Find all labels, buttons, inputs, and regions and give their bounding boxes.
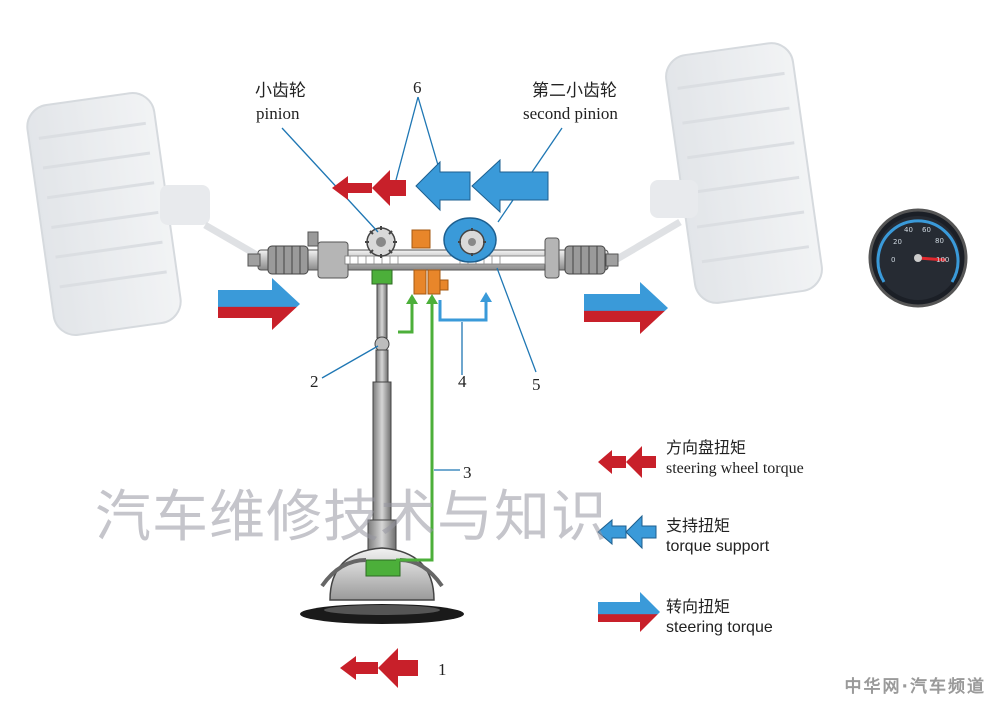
legend-2-en: steering torque xyxy=(666,619,773,636)
svg-text:40: 40 xyxy=(904,226,913,234)
legend-0-cn: 方向盘扭矩 xyxy=(666,440,747,457)
motor-control-line xyxy=(438,292,492,322)
steering-rack xyxy=(247,231,619,279)
torque-sensor xyxy=(411,229,449,295)
legend-icon-torque-support xyxy=(597,514,657,550)
legend-0-en: steering wheel torque xyxy=(666,460,804,477)
input-torque-arrow xyxy=(340,648,418,688)
callout-1: 1 xyxy=(438,660,447,679)
right-wheel xyxy=(610,42,823,304)
legend-1-cn: 支持扭矩 xyxy=(666,518,731,535)
legend-2-cn: 转向扭矩 xyxy=(666,599,731,616)
callout-3: 3 xyxy=(463,463,472,482)
legend-icon-steering-torque xyxy=(598,592,660,632)
steering-column xyxy=(367,283,397,551)
callout-6: 6 xyxy=(413,78,422,97)
svg-text:80: 80 xyxy=(935,237,944,245)
leader-lines xyxy=(281,96,563,471)
legend-1-en: torque support xyxy=(666,538,770,555)
svg-text:0: 0 xyxy=(891,256,895,264)
left-bellow xyxy=(267,245,309,275)
pinion-label-en: pinion xyxy=(256,104,300,123)
right-bellow xyxy=(564,245,606,275)
callout-2: 2 xyxy=(310,372,319,391)
speedometer-gauge: 0 20 40 60 80 100 xyxy=(868,208,968,308)
steering-wheel xyxy=(300,547,464,624)
callout-4: 4 xyxy=(458,372,467,391)
callout-5: 5 xyxy=(532,375,541,394)
second-pinion-housing xyxy=(443,217,497,263)
svg-text:100: 100 xyxy=(936,256,949,264)
steering-torque-arrow-right xyxy=(584,282,668,334)
svg-text:20: 20 xyxy=(893,238,902,246)
left-wheel xyxy=(26,92,264,336)
brand-logo-text: 中华网·汽车频道 xyxy=(844,677,986,697)
steering-torque-arrow-left xyxy=(218,278,300,330)
legend-icon-steering-wheel-torque xyxy=(598,446,656,478)
sensor-signal-lines xyxy=(396,294,438,562)
pinion-label-cn: 小齿轮 xyxy=(255,81,306,100)
pinion-mount xyxy=(371,269,393,285)
second-pinion-label-en: second pinion xyxy=(523,104,618,123)
second-pinion-label-cn: 第二小齿轮 xyxy=(532,81,617,100)
watermark-text: 汽车维修技术与知识 xyxy=(95,485,608,550)
pinion-torque-arrow xyxy=(332,170,406,206)
svg-text:60: 60 xyxy=(922,226,931,234)
pinion-gear xyxy=(365,226,397,258)
support-torque-arrow xyxy=(415,158,549,214)
